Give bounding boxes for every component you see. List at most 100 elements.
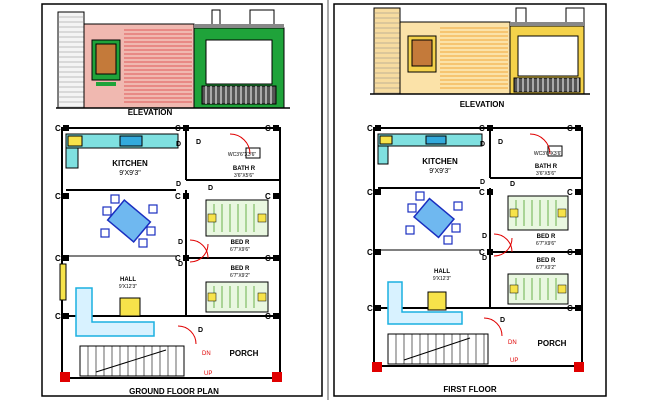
dining-chair <box>102 206 112 216</box>
column-marker-label: C <box>265 124 271 133</box>
column-marker-label: C <box>479 248 485 257</box>
column-marker-label: C <box>479 124 485 133</box>
left-bed2-dim: 6'7"X9'2" <box>230 273 250 279</box>
right-sheet-border <box>333 3 607 397</box>
column-square <box>375 125 381 131</box>
column-square <box>575 125 581 131</box>
column-square <box>575 189 581 195</box>
right-counter-side <box>377 145 389 165</box>
column-square <box>575 249 581 255</box>
column-marker-label: C <box>567 124 573 133</box>
column-marker-label: C <box>55 124 61 133</box>
left-door-arc-main <box>177 325 197 345</box>
right-bed2-label: BED R <box>537 258 556 264</box>
column-square <box>183 125 189 131</box>
bed-pillow <box>557 284 567 294</box>
dining-chair <box>100 228 110 238</box>
bed-pillow <box>257 292 267 302</box>
column-square <box>375 189 381 195</box>
left-sofa <box>75 287 155 337</box>
left-stair-arrow <box>95 349 167 373</box>
left-stove <box>67 135 83 147</box>
left-bed1-dim: 6'7"X9'6" <box>230 247 250 253</box>
dining-chair <box>443 235 453 245</box>
right-bath-label: BATH R <box>535 164 558 170</box>
column-marker-label: C <box>265 254 271 263</box>
column-square <box>487 125 493 131</box>
left-door-arc-bed1 <box>189 239 209 259</box>
column-marker-label: C <box>367 188 373 197</box>
left-door-arc-bath <box>229 133 251 155</box>
column-square <box>63 125 69 131</box>
column-marker-label: C <box>567 248 573 257</box>
left-bath-dim: 3'6"X5'6" <box>234 173 254 179</box>
left-column-red-b <box>272 372 282 382</box>
right-door-arc-bed2 <box>493 237 513 257</box>
column-square <box>183 193 189 199</box>
right-bed2-dim: 6'7"X9'2" <box>536 265 556 271</box>
dining-chair <box>146 226 156 236</box>
column-square <box>63 255 69 261</box>
column-square <box>183 255 189 261</box>
right-plan-outline <box>373 127 583 367</box>
left-kitchen-dim: 9'X9'3" <box>119 170 141 177</box>
left-window-hall <box>59 263 67 301</box>
door-marker-label: D <box>178 261 183 268</box>
left-center-table <box>119 297 141 317</box>
right-bed1-dim: 6'7"X9'6" <box>536 241 556 247</box>
door-marker-label: D <box>510 181 515 188</box>
right-hall-label: HALL <box>434 269 450 275</box>
right-elev-opening <box>517 35 579 77</box>
column-square <box>273 193 279 199</box>
left-hall-label: HALL <box>120 277 136 283</box>
column-square <box>575 305 581 311</box>
dining-chair <box>110 194 120 204</box>
column-square <box>487 189 493 195</box>
left-bed-1 <box>205 199 269 237</box>
left-kitchen-label: KITCHEN <box>112 159 148 168</box>
column-marker-label: C <box>567 188 573 197</box>
column-marker-label: C <box>55 192 61 201</box>
right-dn-label: DN <box>508 340 517 346</box>
right-wc-fixture <box>547 145 563 157</box>
door-marker-label: D <box>480 179 485 186</box>
right-wc-label: WC3'6"X3'6" <box>534 151 562 157</box>
right-door-arc-bath <box>529 133 551 155</box>
right-porch-label: PORCH <box>538 339 567 348</box>
bed-pillow <box>207 292 217 302</box>
left-door-arc-bed2 <box>189 243 209 263</box>
dining-chair <box>148 204 158 214</box>
door-marker-label: D <box>176 141 181 148</box>
door-marker-label: D <box>196 139 201 146</box>
right-elev-grill <box>513 77 581 93</box>
left-sheet-border <box>41 3 323 397</box>
right-bath-dim: 3'6"X5'6" <box>536 171 556 177</box>
column-marker-label: C <box>55 312 61 321</box>
left-porch-label: PORCH <box>230 349 259 358</box>
right-door-arc-main <box>483 317 503 337</box>
column-marker-label: C <box>367 304 373 313</box>
dining-chair <box>451 223 461 233</box>
right-elev-chajja <box>510 22 584 26</box>
left-elev-window <box>95 43 117 75</box>
left-sink <box>119 135 143 147</box>
right-sink <box>425 135 447 145</box>
right-kitchen-dim: 9'X9'3" <box>429 168 451 175</box>
column-marker-label: C <box>367 248 373 257</box>
door-marker-label: D <box>500 317 505 324</box>
dining-chair <box>138 238 148 248</box>
column-marker-label: C <box>175 124 181 133</box>
left-elev-opening <box>205 39 273 85</box>
door-marker-label: D <box>482 233 487 240</box>
column-square <box>63 313 69 319</box>
column-marker-label: C <box>265 312 271 321</box>
left-elevation-title: ELEVATION <box>128 108 173 117</box>
right-center-table <box>427 291 447 311</box>
left-column-red-a <box>60 372 70 382</box>
right-kitchen-label: KITCHEN <box>422 157 458 166</box>
dining-chair <box>405 225 415 235</box>
dining-chair <box>453 201 463 211</box>
column-square <box>273 313 279 319</box>
